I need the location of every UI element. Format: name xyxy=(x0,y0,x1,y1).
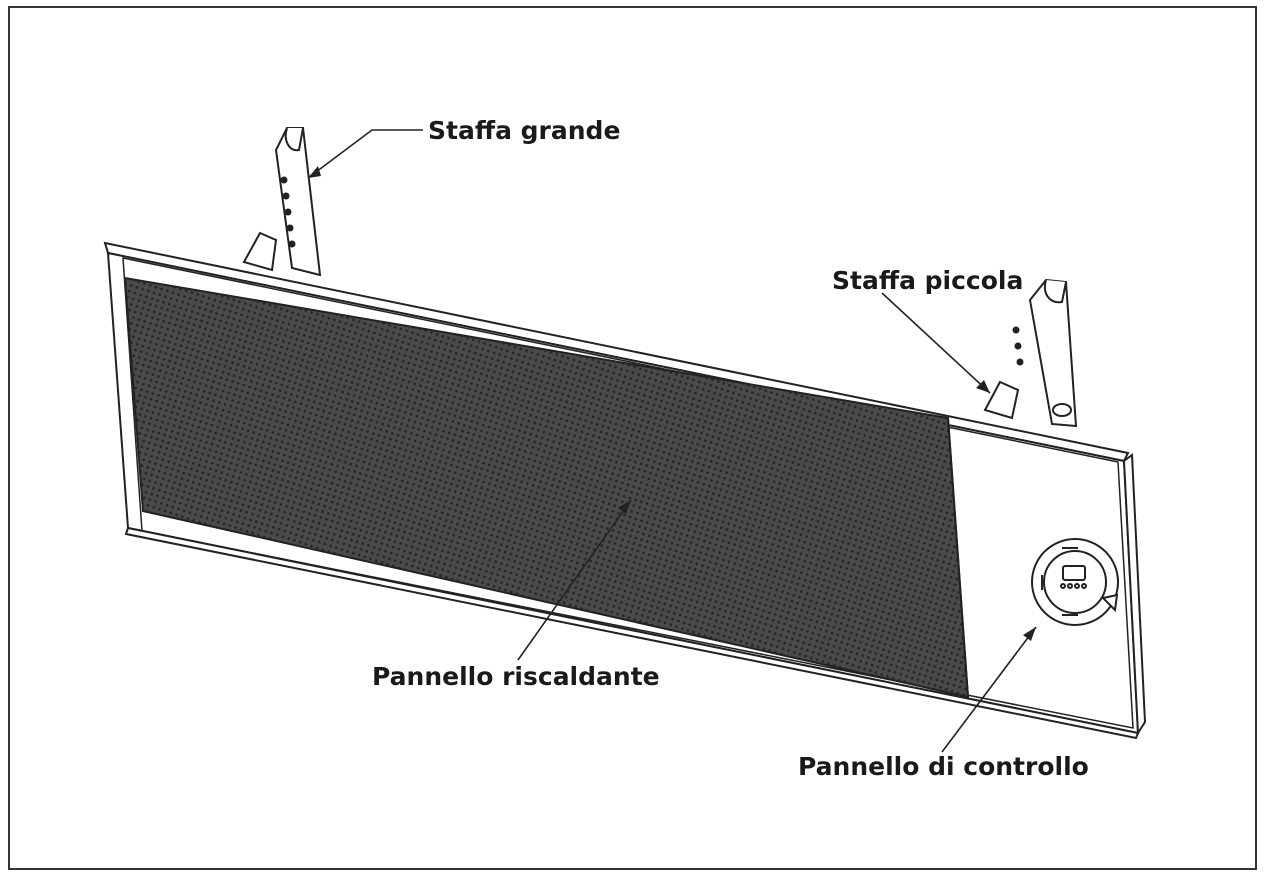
large-bracket xyxy=(242,127,322,277)
leader-lines xyxy=(307,129,1037,753)
leader-large-bracket xyxy=(307,129,423,179)
leader-arrowheads xyxy=(308,166,1036,641)
label-control-panel: Pannello di controllo xyxy=(798,752,1089,781)
label-heating-panel: Pannello riscaldante xyxy=(372,662,660,691)
label-large-bracket: Staffa grande xyxy=(428,116,621,145)
leader-control-panel xyxy=(941,626,1037,753)
label-small-bracket: Staffa piccola xyxy=(832,266,1024,295)
small-bracket xyxy=(983,278,1078,428)
heating-panel-mesh xyxy=(123,276,970,699)
control-dial xyxy=(1031,538,1119,626)
leader-heating-panel xyxy=(517,499,632,661)
leader-small-bracket xyxy=(881,292,991,394)
